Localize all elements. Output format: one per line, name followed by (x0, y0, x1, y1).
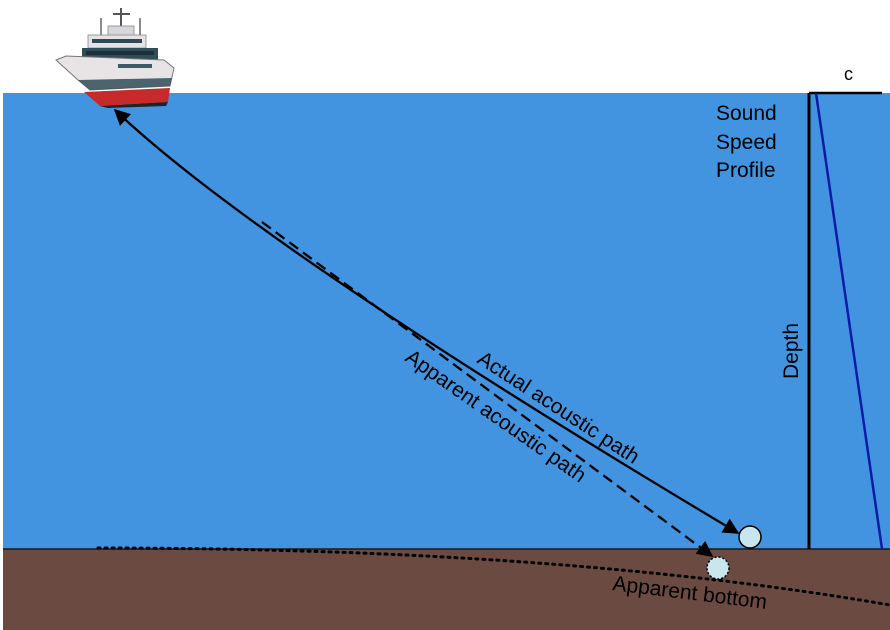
c-axis-label: c (844, 64, 853, 84)
apparent-bottom-point (706, 556, 730, 580)
seabed (3, 549, 890, 630)
actual-acoustic-path (113, 108, 740, 534)
sound-speed-profile-line (814, 92, 884, 550)
depth-axis-label: Depth (780, 323, 803, 379)
survey-ship-icon (55, 8, 175, 108)
profile-label-line3: Profile (716, 159, 776, 182)
apparent-bottom-curve (96, 546, 890, 607)
apparent-acoustic-path (261, 221, 714, 557)
profile-label-line1: Sound (716, 102, 777, 125)
profile-label-line2: Speed (716, 131, 777, 154)
true-bottom-point (738, 525, 762, 549)
